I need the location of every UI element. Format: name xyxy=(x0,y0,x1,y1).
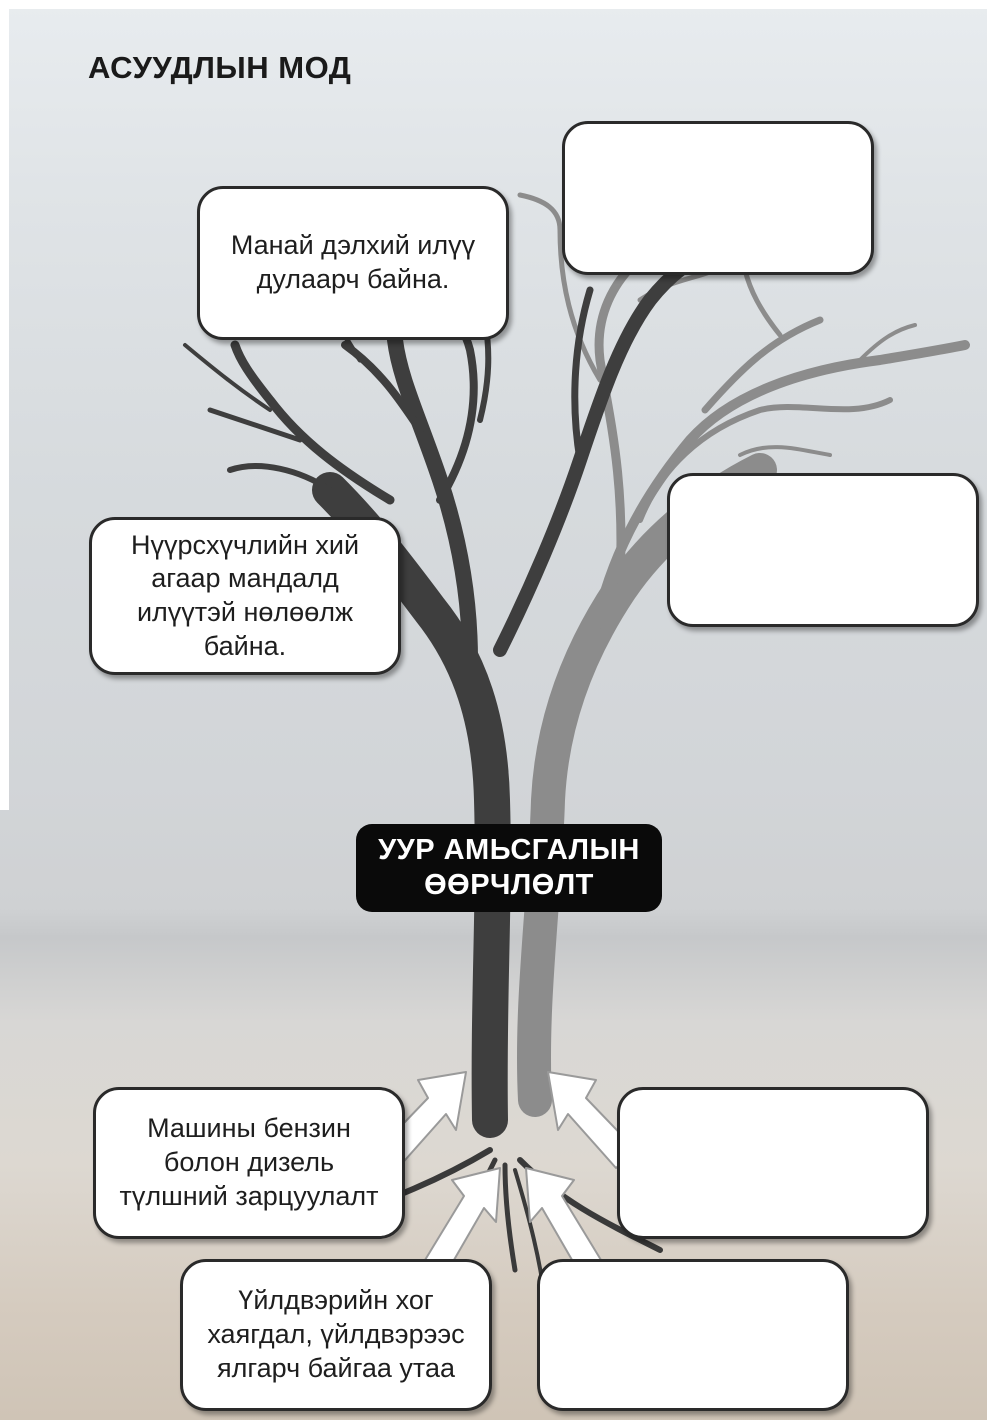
cause-box-4 xyxy=(537,1259,849,1411)
left-margin xyxy=(0,0,9,810)
cause-box-2 xyxy=(617,1087,929,1239)
page-title: АСУУДЛЫН МОД xyxy=(88,50,352,85)
light-tree xyxy=(517,192,970,1117)
cause-box-3: Үйлдвэрийн хог хаягдал, үйлдвэрээс ялгар… xyxy=(180,1259,492,1411)
right-margin xyxy=(987,0,997,1420)
effect-box-1: Манай дэлхий илүү дулаарч байна. xyxy=(197,186,509,340)
cause-box-1: Машины бензин болон дизель түлшний зарцу… xyxy=(93,1087,405,1239)
central-problem-label: УУР АМЬСГАЛЫН ӨӨРЧЛӨЛТ xyxy=(356,824,662,912)
effect-box-3: Нүүрсхүчлийн хий агаар мандалд илүүтэй н… xyxy=(89,517,401,675)
effect-box-2 xyxy=(562,121,874,275)
effect-box-4 xyxy=(667,473,979,627)
arrow-left-lower xyxy=(424,1167,501,1273)
top-margin xyxy=(0,0,997,9)
dark-tree xyxy=(183,243,722,1138)
